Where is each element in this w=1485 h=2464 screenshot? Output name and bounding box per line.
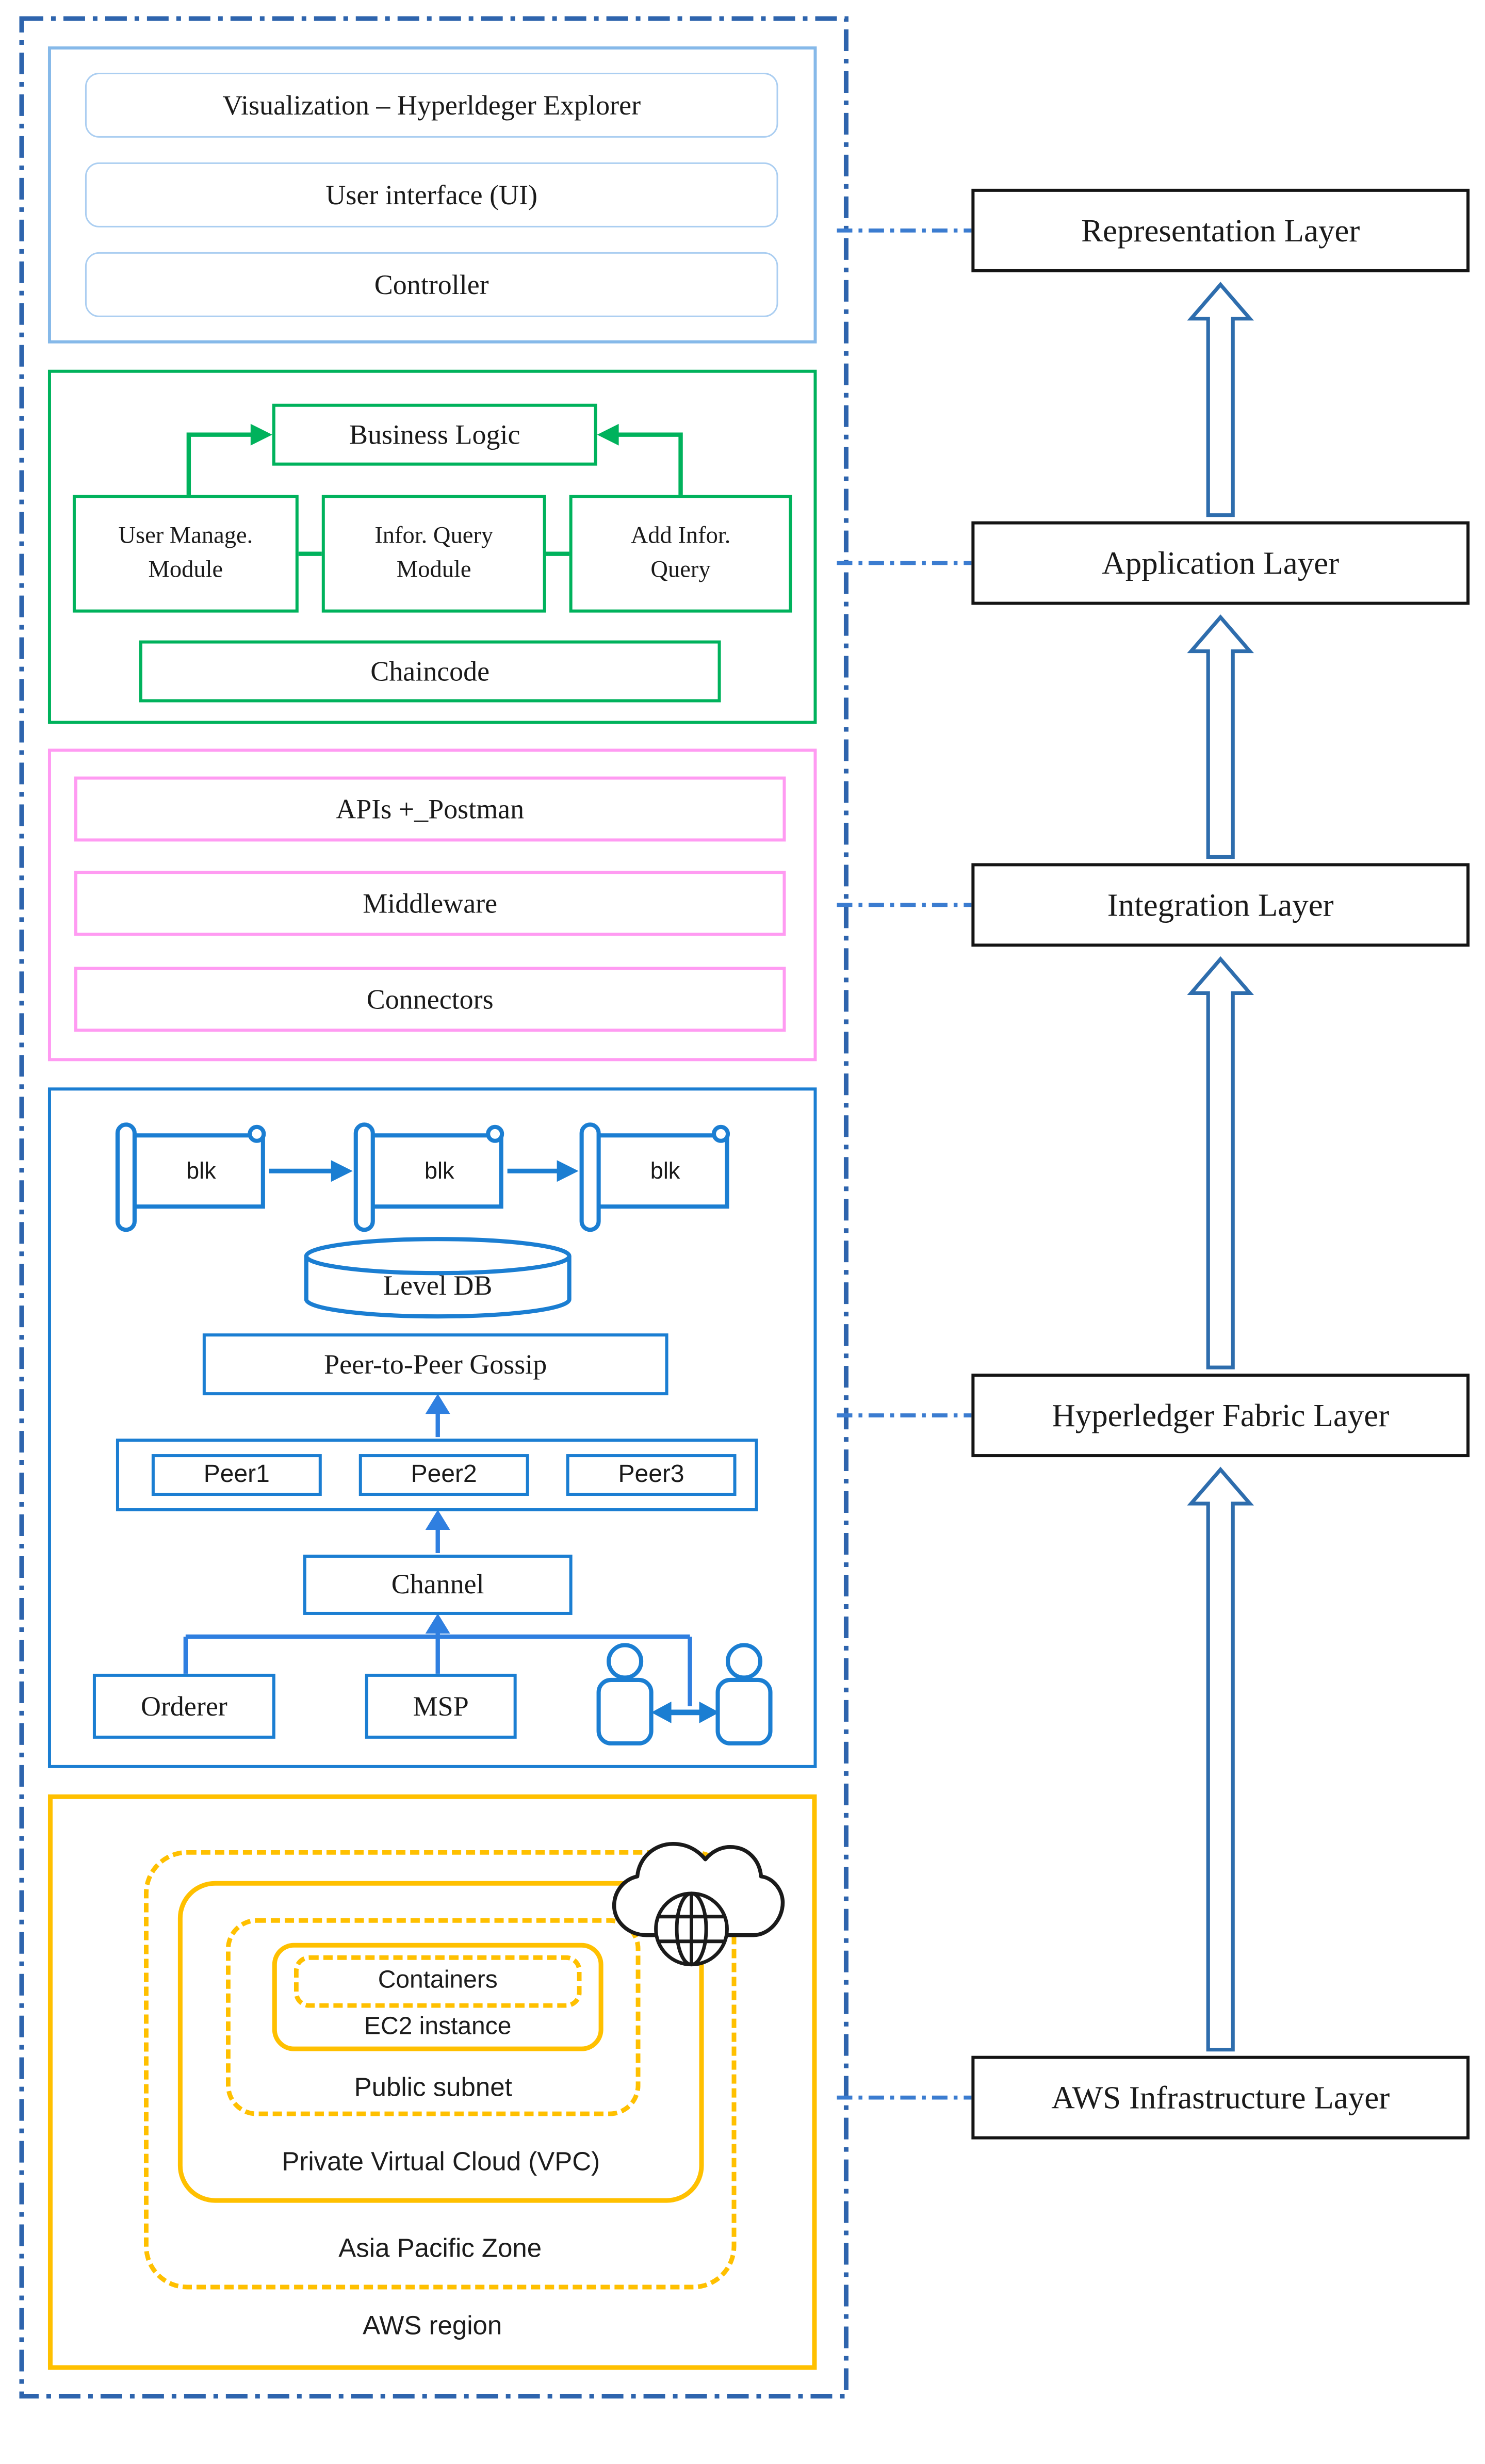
representation-section — [47, 46, 817, 344]
gossip-label: Peer-to-Peer Gossip — [324, 1348, 547, 1379]
channel-box: Channel — [303, 1554, 573, 1615]
arrow-app-to-representation — [1187, 282, 1254, 517]
leveldb-cylinder — [304, 1237, 572, 1319]
arrow-int-to-application — [1187, 614, 1254, 859]
public-subnet-box — [225, 1918, 641, 2116]
peer2-label: Peer2 — [411, 1461, 477, 1488]
middleware-box: Middleware — [74, 871, 786, 936]
business-logic-connectors — [186, 432, 683, 556]
ec2-instance-box — [272, 1943, 603, 2051]
aws-region-box — [47, 1794, 817, 2370]
user-manage-module-box: User Manage.Module — [72, 495, 299, 613]
member-double-arrow — [651, 1701, 720, 1723]
fabric-flow-lines — [183, 1406, 692, 1706]
blk-label-1: blk — [186, 1157, 216, 1184]
vpc-box — [177, 1881, 704, 2203]
member-icons — [596, 1643, 773, 1745]
fabric-flow-arrowheads — [425, 1394, 450, 1634]
user-interface-box: User interface (UI) — [85, 162, 778, 227]
outer-dashdot-frame — [19, 16, 848, 2398]
visualization-label: Visualization – Hyperldeger Explorer — [222, 89, 641, 120]
connectors-label: Connectors — [366, 983, 494, 1014]
chaincode-label: Chaincode — [370, 655, 490, 687]
leveldb-label: Level DB — [383, 1269, 493, 1300]
ec2-label: EC2 instance — [364, 2014, 512, 2041]
fabric-layer-label: Hyperledger Fabric Layer — [1052, 1396, 1390, 1433]
gossip-box: Peer-to-Peer Gossip — [202, 1333, 668, 1396]
blk-label-2: blk — [424, 1157, 454, 1184]
peer1-label: Peer1 — [203, 1461, 270, 1488]
business-logic-arrowheads — [250, 423, 619, 446]
integration-layer-box: Integration Layer — [971, 863, 1470, 947]
layer-up-arrows — [1187, 282, 1254, 2052]
layer-connectors — [837, 228, 972, 2100]
member-icon-right — [715, 1643, 773, 1745]
visualization-box: Visualization – Hyperldeger Explorer — [85, 72, 778, 138]
peers-container — [116, 1439, 758, 1512]
middleware-label: Middleware — [363, 887, 498, 918]
application-section — [47, 369, 817, 724]
representation-layer-box: Representation Layer — [971, 188, 1470, 272]
aws-region-label: AWS region — [363, 2311, 502, 2341]
connectors-box: Connectors — [74, 967, 786, 1032]
business-logic-label: Business Logic — [349, 418, 520, 450]
peer1-box: Peer1 — [151, 1454, 322, 1496]
asia-pacific-zone-label: Asia Pacific Zone — [338, 2233, 542, 2263]
containers-label: Containers — [378, 1967, 498, 1994]
peer3-label: Peer3 — [618, 1461, 684, 1488]
apis-postman-box: APIs +_Postman — [74, 776, 786, 842]
application-layer-label: Application Layer — [1102, 544, 1340, 581]
integration-section — [47, 748, 817, 1062]
orderer-box: Orderer — [92, 1673, 275, 1739]
blk-scroll-2 — [353, 1122, 504, 1232]
channel-label: Channel — [391, 1568, 484, 1600]
msp-box: MSP — [365, 1673, 517, 1739]
fabric-section — [47, 1087, 817, 1768]
aws-layer-label: AWS Infrastructure Layer — [1051, 2078, 1390, 2116]
application-layer-box: Application Layer — [971, 521, 1470, 605]
arrow-aws-to-fabric — [1187, 1466, 1254, 2052]
user-manage-module-label: User Manage.Module — [118, 522, 253, 583]
vpc-label: Private Virtual Cloud (VPC) — [282, 2147, 600, 2177]
integration-layer-label: Integration Layer — [1107, 885, 1334, 923]
chaincode-box: Chaincode — [139, 640, 721, 703]
blk-scroll-1 — [115, 1122, 266, 1232]
peer3-box: Peer3 — [566, 1454, 737, 1496]
blk-scroll-3 — [579, 1122, 730, 1232]
fabric-layer-box: Hyperledger Fabric Layer — [971, 1374, 1470, 1458]
representation-layer-label: Representation Layer — [1081, 211, 1360, 249]
aws-layer-box: AWS Infrastructure Layer — [971, 2055, 1470, 2140]
public-subnet-label: Public subnet — [354, 2073, 512, 2102]
block-chain-arrowheads — [331, 1160, 579, 1182]
block-scroll-icons — [115, 1122, 730, 1232]
msp-label: MSP — [413, 1690, 469, 1721]
apis-postman-label: APIs +_Postman — [336, 792, 525, 824]
orderer-label: Orderer — [140, 1690, 227, 1721]
add-infor-query-label: Add Infor.Query — [630, 522, 731, 583]
member-icon-left — [596, 1643, 654, 1745]
add-infor-query-box: Add Infor.Query — [569, 495, 792, 613]
peer2-box: Peer2 — [358, 1454, 529, 1496]
user-interface-label: User interface (UI) — [325, 178, 538, 210]
controller-label: Controller — [374, 268, 489, 300]
asia-pacific-zone-box — [143, 1850, 737, 2290]
controller-box: Controller — [85, 252, 778, 317]
arrow-fabric-to-integration — [1187, 956, 1254, 1369]
business-logic-box: Business Logic — [272, 403, 597, 466]
containers-box — [293, 1955, 582, 2008]
blk-label-3: blk — [650, 1157, 680, 1184]
